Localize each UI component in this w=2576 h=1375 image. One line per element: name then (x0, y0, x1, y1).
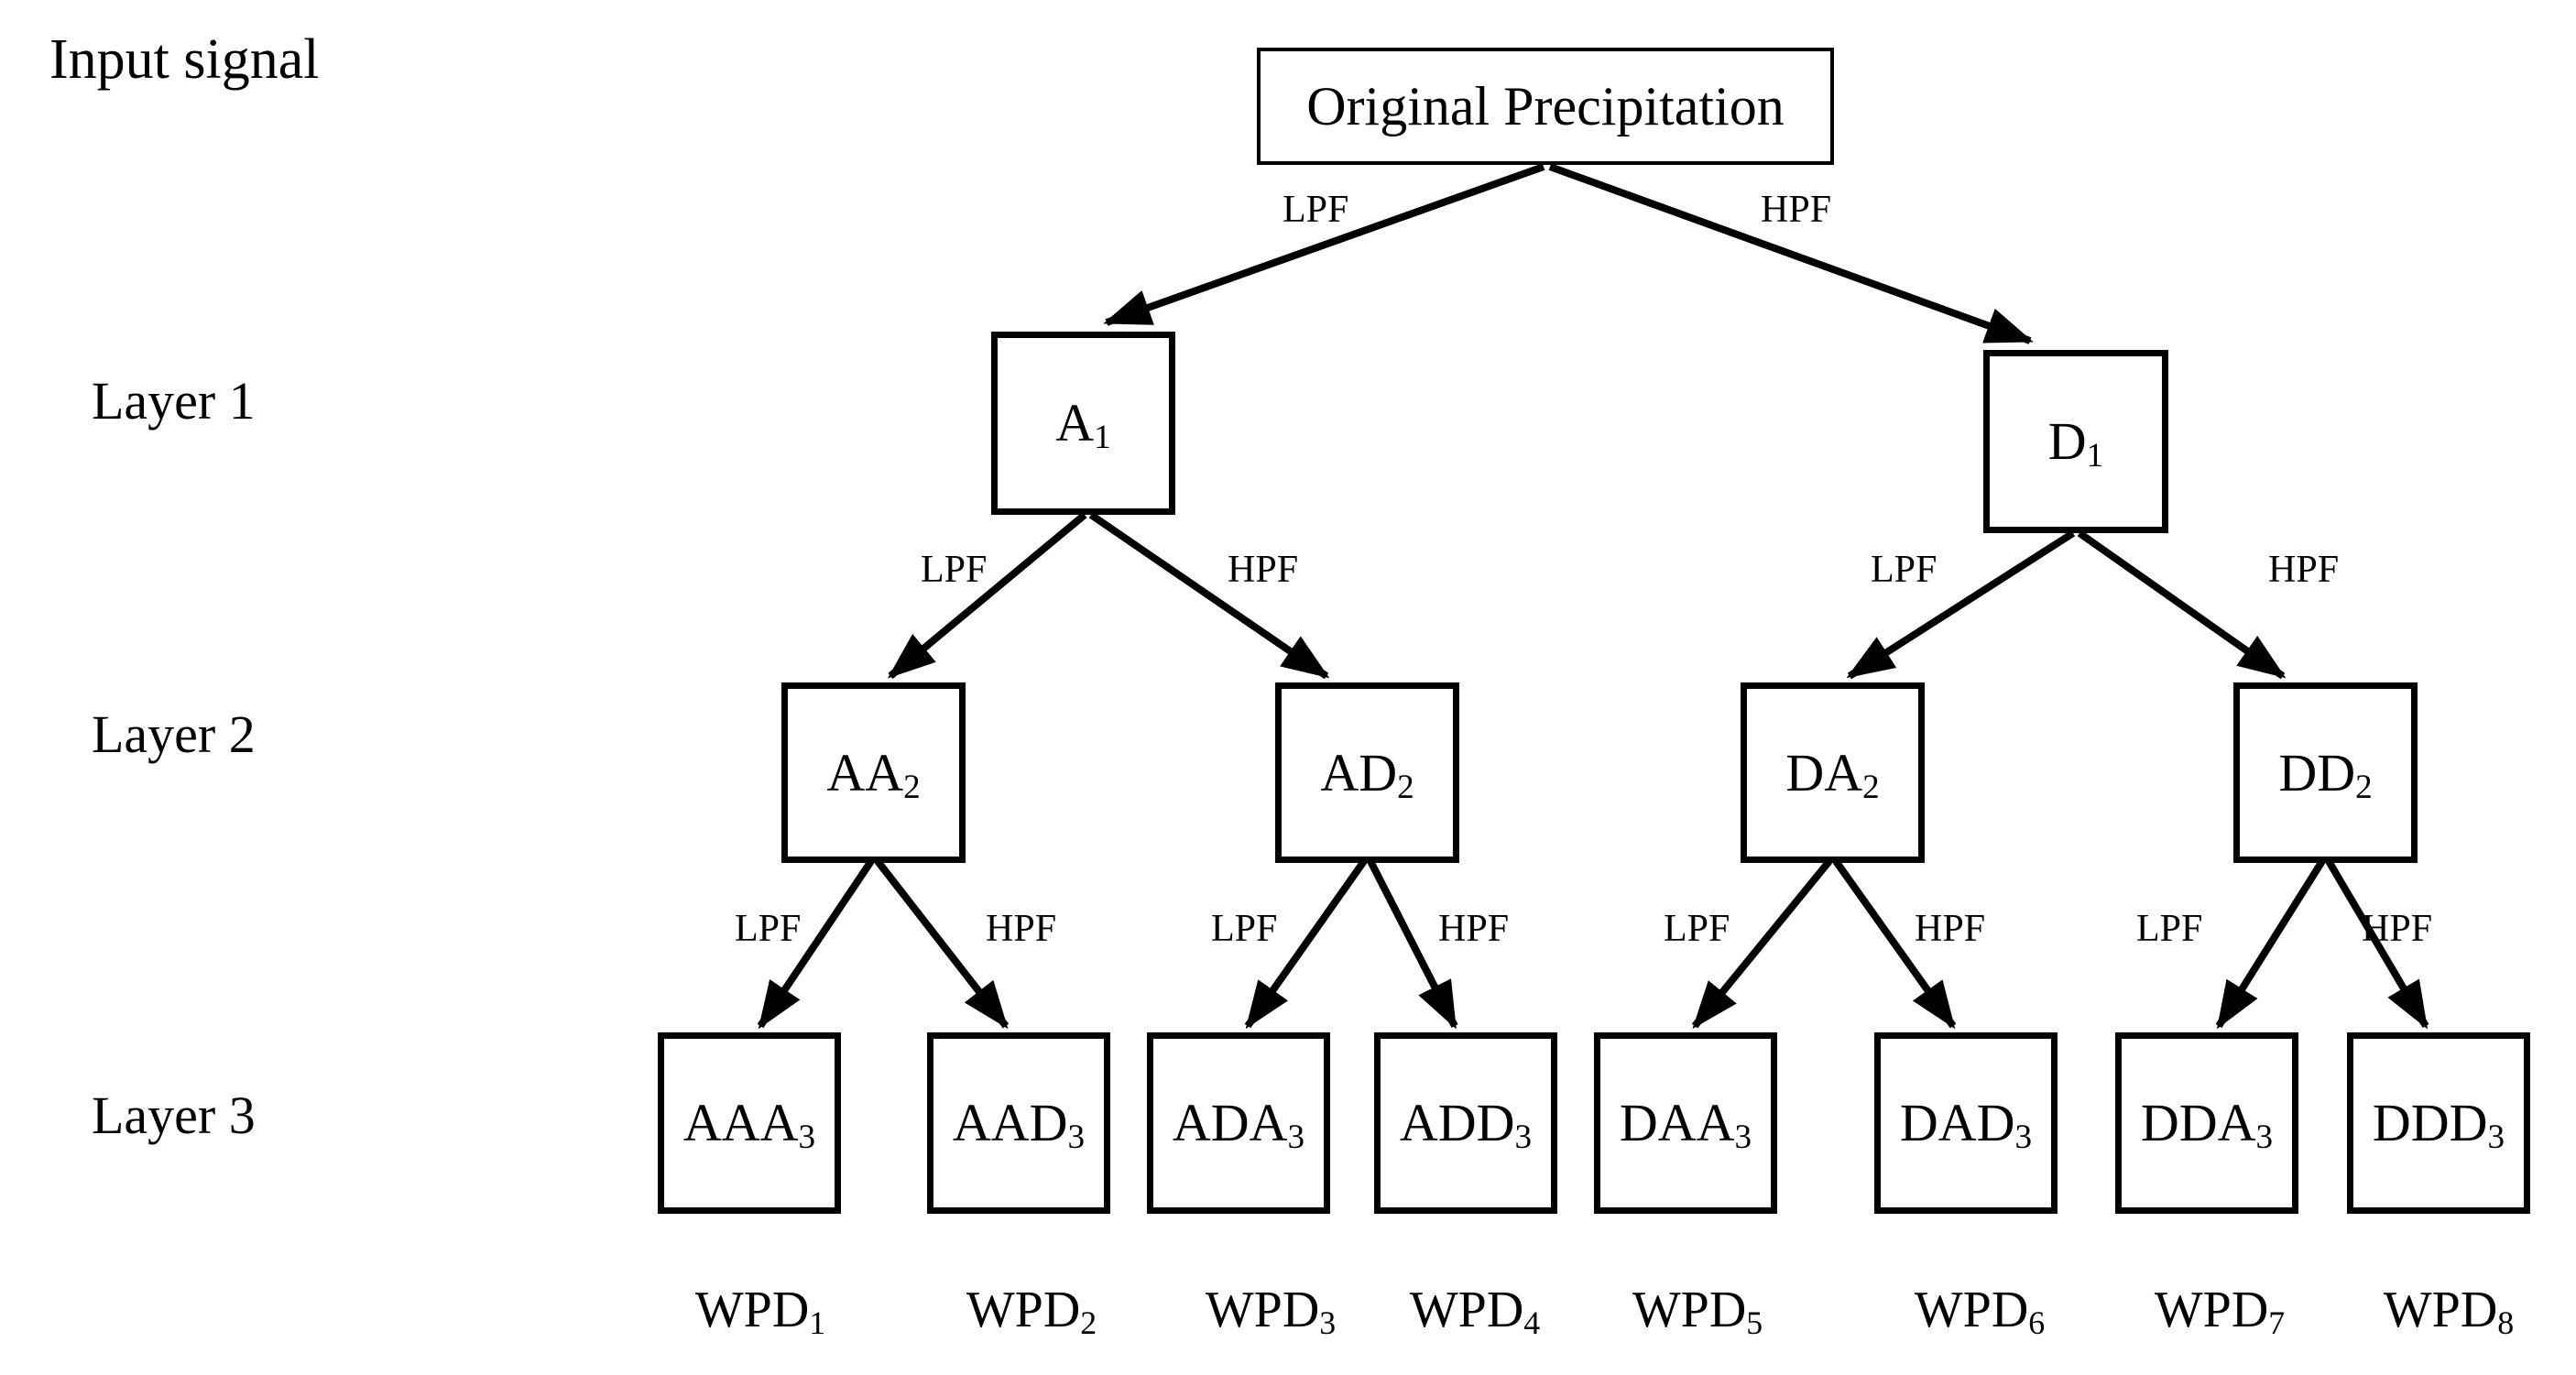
node-add3: ADD3 (1374, 1032, 1557, 1214)
node-ddd3: DDD3 (2347, 1032, 2530, 1214)
node-dd2: DD2 (2233, 682, 2418, 863)
node-label: AD2 (1320, 742, 1414, 806)
node-label: DAD3 (1899, 1093, 2033, 1157)
wpd-label-6: WPD6 (1914, 1282, 2046, 1341)
lpf-label: LPF (735, 908, 802, 950)
hpf-label: HPF (2362, 908, 2433, 950)
lpf-label: LPF (1283, 189, 1349, 231)
hpf-label: HPF (1915, 908, 1986, 950)
node-label: DAA3 (1619, 1093, 1752, 1157)
node-label: ADA3 (1172, 1093, 1305, 1157)
lpf-label: LPF (1871, 549, 1937, 591)
node-label: AAD3 (952, 1093, 1086, 1157)
node-label: DDD3 (2372, 1093, 2505, 1157)
node-ad2: AD2 (1275, 682, 1459, 863)
lpf-label: LPF (921, 549, 988, 591)
node-dad3: DAD3 (1874, 1032, 2058, 1214)
wpd-label-3: WPD3 (1205, 1282, 1337, 1341)
node-original-precipitation: Original Precipitation (1257, 48, 1834, 165)
layer-2-label: Layer 2 (92, 704, 256, 764)
edge-dd2-dda3 (2215, 858, 2326, 1030)
node-dda3: DDA3 (2115, 1032, 2298, 1214)
node-da2: DA2 (1741, 682, 1925, 863)
edge-a1-ad2 (1088, 511, 1330, 680)
hpf-label: HPF (1761, 189, 1832, 231)
lpf-label: LPF (2136, 908, 2203, 950)
wpd-label-2: WPD2 (966, 1282, 1097, 1341)
node-label: Original Precipitation (1306, 76, 1785, 136)
node-aaa3: AAA3 (658, 1032, 841, 1214)
node-ada3: ADA3 (1147, 1032, 1330, 1214)
wpd-label-5: WPD5 (1632, 1282, 1763, 1341)
wpd-label-1: WPD1 (694, 1282, 826, 1341)
node-label: A1 (1055, 393, 1111, 457)
lpf-label: LPF (1664, 908, 1730, 950)
node-aa2: AA2 (781, 682, 966, 863)
node-daa3: DAA3 (1594, 1032, 1777, 1214)
node-label: AAA3 (682, 1093, 816, 1157)
lpf-label: LPF (1211, 908, 1278, 950)
wpd-label-7: WPD7 (2154, 1282, 2286, 1341)
edge-d1-dd2 (2077, 529, 2287, 680)
hpf-label: HPF (1228, 549, 1299, 591)
node-aad3: AAD3 (927, 1032, 1110, 1214)
node-a1: A1 (991, 332, 1175, 515)
hpf-label: HPF (1438, 908, 1510, 950)
node-label: AA2 (826, 742, 921, 806)
hpf-label: HPF (2268, 549, 2340, 591)
input-signal-label: Input signal (49, 28, 320, 91)
layer-3-label: Layer 3 (92, 1086, 256, 1145)
node-label: ADD3 (1399, 1093, 1533, 1157)
wpd-label-4: WPD4 (1409, 1282, 1541, 1341)
node-d1: D1 (1983, 350, 2168, 533)
edge-a1-aa2 (887, 511, 1087, 680)
node-label: D1 (2047, 411, 2104, 475)
node-label: DA2 (1785, 742, 1880, 806)
wpd-label-8: WPD8 (2383, 1282, 2515, 1341)
node-label: DD2 (2278, 742, 2373, 806)
layer-1-label: Layer 1 (92, 371, 256, 431)
hpf-label: HPF (986, 908, 1057, 950)
node-label: DDA3 (2140, 1093, 2274, 1157)
